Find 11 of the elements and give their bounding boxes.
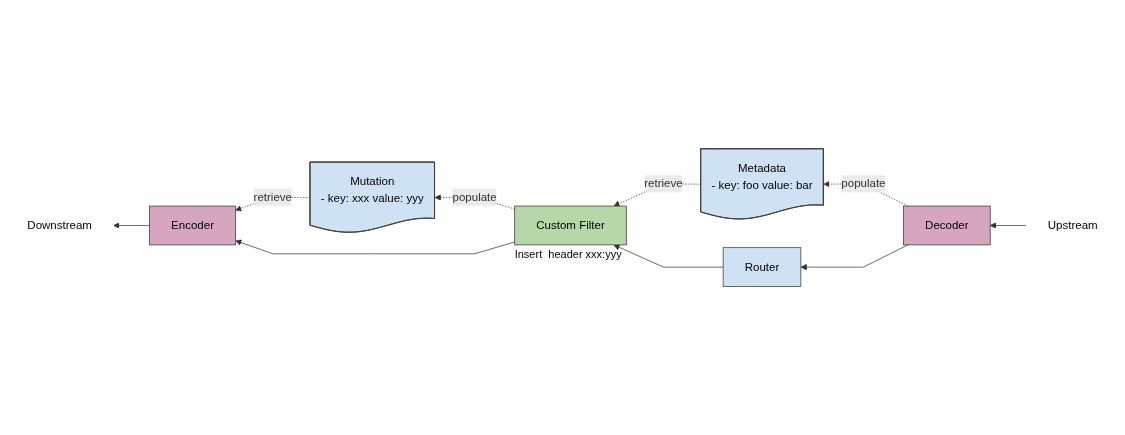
node-box: Decoder [903, 205, 991, 246]
edge-label: populate [452, 190, 497, 203]
edge-label: retrieve [253, 190, 292, 203]
edge-label: populate [841, 177, 886, 190]
node-text: Upstream [1047, 218, 1098, 232]
node-box: Router [722, 247, 802, 287]
node-box: Encoder [149, 205, 236, 246]
node-note: Insert header xxx:yyy [514, 247, 622, 260]
edge-label: retrieve [644, 177, 683, 190]
node-box: Custom Filter [514, 205, 627, 246]
node-text: Downstream [27, 218, 92, 232]
